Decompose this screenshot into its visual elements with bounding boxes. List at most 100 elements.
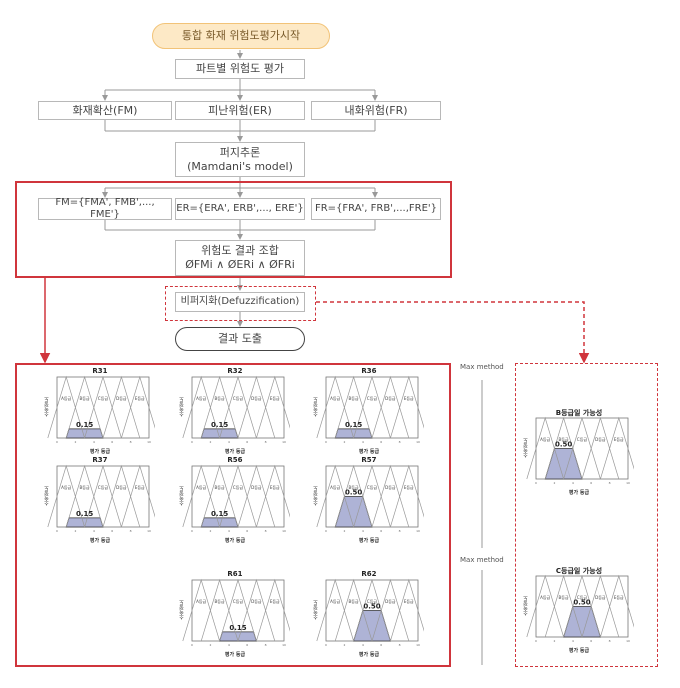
grade-label: D등급 [385,485,396,490]
x-tick-label: 6 [246,440,248,444]
x-tick-label: 4 [228,440,230,444]
membership-function-line [84,375,122,439]
x-tick-label: 0 [191,440,193,444]
grade-label: E등급 [614,595,624,600]
grade-label: D등급 [595,595,606,600]
fuzzy-inference-label: 퍼지추론 [219,145,261,159]
aggregated-area [65,517,104,528]
value-label: 0.15 [211,510,228,518]
membership-function-line [256,578,290,642]
grade-label: C등급 [233,485,243,490]
panel-title: R37 [92,456,108,464]
membership-function-line [237,578,276,642]
x-tick-label: 4 [572,481,574,485]
x-tick-label: 0 [191,529,193,533]
membership-function-line [353,464,391,528]
membership-function-line [65,375,104,439]
plot-frame [325,376,419,439]
membership-function-line [563,416,601,480]
grade-label: A등급 [196,485,206,490]
grade-label: E등급 [404,396,414,401]
panel-x-label: 평가 등급 [89,538,111,544]
grade-label: A등급 [196,396,206,401]
membership-function-line [544,416,583,480]
panel-title: R36 [361,367,377,375]
value-label: 0.50 [345,489,362,497]
x-tick-label: 10 [416,440,420,444]
membership-function-line [200,578,239,642]
rule-panels-frame [15,363,451,667]
membership-function-line [334,578,373,642]
x-tick-label: 4 [572,639,574,643]
grade-label: D등급 [385,396,396,401]
max-method-label-1: Max method [460,363,504,371]
x-tick-label: 8 [130,529,132,533]
grade-label: B등급 [80,485,90,490]
x-tick-label: 6 [111,529,113,533]
grade-label: B등급 [215,485,225,490]
x-tick-label: 10 [282,440,286,444]
x-tick-label: 10 [282,643,286,647]
membership-function-line [237,375,276,439]
fuzzy-inference-model: (Mamdani's model) [187,159,293,173]
x-tick-label: 0 [56,529,58,533]
grade-label: E등급 [404,485,414,490]
membership-function-line [256,464,290,528]
inference-frame [15,181,452,278]
membership-function-line [390,375,424,439]
membership-function-line [316,464,354,528]
x-tick-label: 2 [74,529,76,533]
membership-function-line [237,464,276,528]
grade-label: D등급 [251,485,262,490]
x-tick-label: 10 [626,481,630,485]
grade-label: C등급 [233,396,243,401]
x-tick-label: 2 [209,529,211,533]
membership-function-line [219,578,257,642]
grade-label: D등급 [251,599,262,604]
grade-label: C등급 [98,396,108,401]
panel-title: R62 [361,570,377,578]
membership-function-line [182,578,220,642]
x-tick-label: 6 [380,643,382,647]
start-node: 통합 화재 위험도평가시작 [152,23,330,49]
panel-title: R32 [227,367,243,375]
grade-label: D등급 [595,437,606,442]
x-tick-label: 4 [362,529,364,533]
panel-title: R56 [227,456,243,464]
x-tick-label: 6 [246,529,248,533]
membership-function-line [200,464,239,528]
grade-label: B등급 [559,595,569,600]
panel-title: B등급일 가능성 [555,409,603,417]
membership-function-line [121,464,155,528]
fire-resistance-box: 내화위험(FR) [311,101,441,120]
membership-function-line [121,375,155,439]
membership-function-line [200,375,239,439]
x-tick-label: 10 [147,529,151,533]
grade-label: A등급 [61,485,71,490]
panel-x-label: 평가 등급 [358,538,380,544]
grade-label: A등급 [330,485,340,490]
x-tick-label: 8 [130,440,132,444]
fire-spread-box: 화재확산(FM) [38,101,172,120]
membership-function-line [334,464,373,528]
grade-label: E등급 [135,396,145,401]
membership-function-line [316,375,354,439]
membership-function-line [353,578,391,642]
grade-label: A등급 [540,595,550,600]
grade-label: A등급 [196,599,206,604]
panel-x-label: 평가 등급 [224,652,246,658]
grade-label: A등급 [61,396,71,401]
grade-label: C등급 [577,595,587,600]
panel-x-label: 평가 등급 [358,652,380,658]
membership-function-line [182,375,220,439]
plot-frame [56,376,150,439]
x-tick-label: 0 [535,639,537,643]
x-tick-label: 8 [399,440,401,444]
part-evaluation-box: 파트별 위험도 평가 [175,59,305,79]
grade-label: C등급 [98,485,108,490]
